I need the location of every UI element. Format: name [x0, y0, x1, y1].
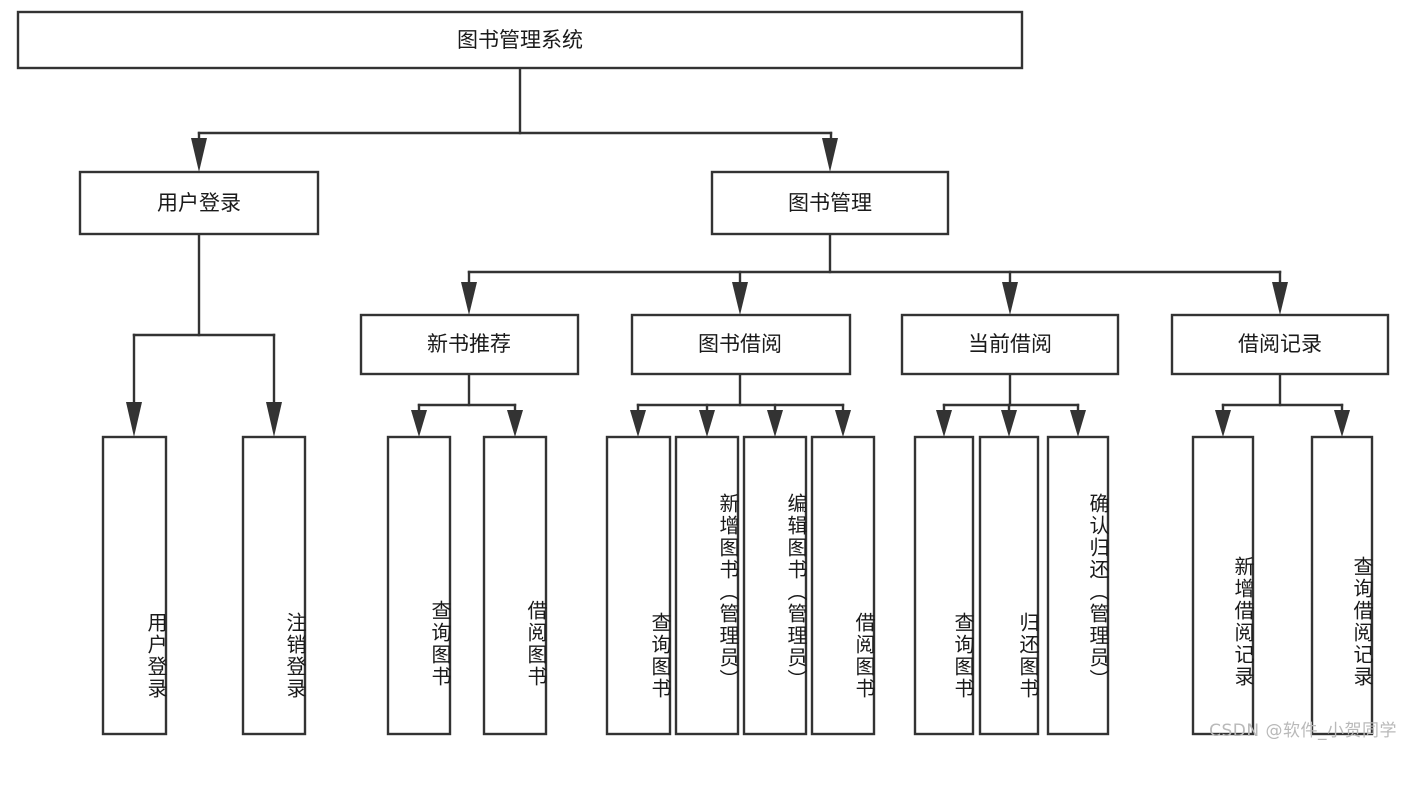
node-leaf-confirm-return-box[interactable] [1046, 435, 1110, 736]
node-new-book-rec-box[interactable] [359, 313, 580, 376]
arrow-current-borrow [1002, 282, 1018, 315]
node-borrow-record-label: 借阅记录 [1238, 332, 1322, 356]
csdn-watermark: CSDN @软件_小贺同学 [1209, 721, 1397, 741]
node-leaf-query-book-3-box[interactable] [913, 435, 975, 736]
hierarchy-diagram: 图书管理系统 用户登录 图书管理 新书推荐 图书借阅 当前借阅 借阅记录 [16, 10, 1397, 741]
node-borrow-record-box[interactable] [1170, 313, 1390, 376]
connectors [126, 66, 1350, 437]
node-book-manage-box[interactable] [710, 170, 950, 236]
arrow-leaf-query-book-2 [630, 410, 646, 437]
node-user-login[interactable]: 用户登录 [78, 170, 320, 236]
arrow-leaf-user-login [126, 402, 142, 437]
arrow-leaf-confirm-return [1070, 410, 1086, 437]
node-book-borrow-box[interactable] [630, 313, 852, 376]
node-book-borrow[interactable]: 图书借阅 [630, 313, 852, 376]
node-root[interactable]: 图书管理系统 [16, 10, 1024, 70]
node-leaf-user-login-box[interactable] [101, 435, 168, 736]
node-borrow-record[interactable]: 借阅记录 [1170, 313, 1390, 376]
node-book-manage[interactable]: 图书管理 [710, 170, 950, 236]
node-root-label: 图书管理系统 [457, 28, 583, 52]
node-current-borrow-label: 当前借阅 [968, 332, 1052, 356]
node-user-login-box[interactable] [78, 170, 320, 236]
node-leaf-add-book-box[interactable] [674, 435, 740, 736]
arrow-leaf-query-record [1334, 410, 1350, 437]
arrow-borrow-record [1272, 282, 1288, 315]
node-leaf-query-book-1-box[interactable] [386, 435, 452, 736]
node-book-manage-label: 图书管理 [788, 191, 872, 215]
arrow-leaf-add-book [699, 410, 715, 437]
node-leaf-edit-book-box[interactable] [742, 435, 808, 736]
arrow-leaf-borrow-book-2 [835, 410, 851, 437]
arrow-book-borrow [732, 282, 748, 315]
arrow-leaf-return-book [1001, 410, 1017, 437]
arrow-book-manage [822, 138, 838, 172]
diagram-canvas: 图书管理系统 用户登录 图书管理 新书推荐 图书借阅 当前借阅 借阅记录 [16, 10, 1390, 736]
arrow-leaf-query-book-3 [936, 410, 952, 437]
node-leaf-add-record-box[interactable] [1191, 435, 1255, 736]
arrow-leaf-logout [266, 402, 282, 437]
node-leaf-logout-box[interactable] [241, 435, 307, 736]
node-leaf-query-book-2-box[interactable] [605, 435, 672, 736]
node-leaf-return-book-box[interactable] [978, 435, 1040, 736]
arrow-user-login [191, 138, 207, 172]
leaf-boxes [101, 435, 1374, 736]
arrow-new-book-rec [461, 282, 477, 315]
node-leaf-borrow-book-1-box[interactable] [482, 435, 548, 736]
node-current-borrow-box[interactable] [900, 313, 1120, 376]
node-book-borrow-label: 图书借阅 [698, 332, 782, 356]
node-leaf-query-record-box[interactable] [1310, 435, 1374, 736]
arrow-leaf-query-book-1 [411, 410, 427, 437]
node-root-box[interactable] [16, 10, 1024, 70]
node-new-book-rec[interactable]: 新书推荐 [359, 313, 580, 376]
node-current-borrow[interactable]: 当前借阅 [900, 313, 1120, 376]
node-leaf-borrow-book-2-box[interactable] [810, 435, 876, 736]
arrow-leaf-borrow-book-1 [507, 410, 523, 437]
arrow-leaf-add-record [1215, 410, 1231, 437]
node-new-book-rec-label: 新书推荐 [427, 332, 511, 356]
node-user-login-label: 用户登录 [157, 191, 241, 215]
arrow-leaf-edit-book [767, 410, 783, 437]
